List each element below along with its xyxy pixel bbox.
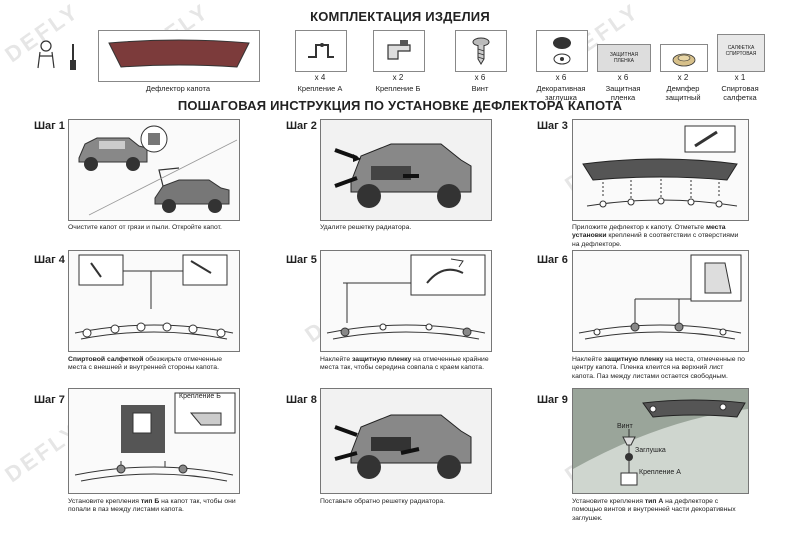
mount-a-install-diagram	[573, 389, 748, 486]
kit-qty-film: x 6	[617, 73, 629, 82]
step-5-image	[320, 250, 492, 352]
kit-label-damper: Демпфер защитный	[665, 84, 701, 102]
kit-qty-plug: x 6	[555, 73, 567, 82]
mount-b-icon	[387, 40, 411, 60]
divider-line	[88, 139, 238, 216]
instructions-heading: ПОШАГОВАЯ ИНСТРУКЦИЯ ПО УСТАНОВКЕ ДЕФЛЕК…	[177, 98, 623, 113]
car-icon	[78, 137, 148, 171]
kit-qty-mount-b: x 2	[392, 73, 404, 82]
step-8-image	[320, 388, 492, 494]
kit-item-deflector	[98, 30, 260, 82]
step-4-image	[68, 250, 240, 352]
kit-label-screw: Винт	[471, 84, 489, 93]
damper-icon	[672, 53, 696, 67]
step-2-image	[320, 119, 492, 221]
kit-label-mount-b: Крепление Б	[375, 84, 421, 93]
film-center-diagram	[578, 254, 742, 340]
step-6-title: Шаг 6	[537, 254, 568, 266]
plug-icon	[553, 37, 571, 65]
kit-item-screw	[455, 30, 507, 72]
step-1-image	[68, 119, 240, 221]
mount-a-icon	[308, 43, 334, 58]
step-1-title: Шаг 1	[34, 120, 65, 132]
film-application-diagram	[326, 254, 486, 340]
mount-b-install-diagram	[74, 392, 236, 482]
step-5-description: Наклейте защитную пленку на отмеченные к…	[320, 356, 489, 372]
kit-item-mount-b	[373, 30, 425, 72]
step-9-title: Шаг 9	[537, 394, 568, 406]
person-with-tool-icon	[37, 40, 76, 70]
kit-item-plug	[536, 30, 588, 72]
kit-label-deflector: Дефлектор капота	[145, 84, 211, 93]
step-8-description: Поставьте обратно решетку радиатора.	[320, 498, 446, 505]
step-2-description: Удалите решетку радиатора.	[320, 224, 412, 231]
open-hood-car-icon	[154, 167, 230, 213]
step-2-title: Шаг 2	[286, 120, 317, 132]
step-7-title: Шаг 7	[34, 394, 65, 406]
deflector-on-hood-diagram	[582, 125, 738, 208]
kit-heading: КОМПЛЕКТАЦИЯ ИЗДЕЛИЯ	[310, 9, 490, 24]
cleaning-icon	[140, 125, 168, 153]
car-front-icon	[334, 414, 472, 479]
callout-plug: Заглушка	[635, 447, 666, 454]
wipe-label: САЛФЕТКА СПИРТОВАЯ	[725, 45, 757, 57]
kit-label-plug: Декоративная заглушка	[536, 84, 586, 102]
callout-mount-a: Крепление А	[639, 469, 681, 476]
callout-mount-b: Крепление Б	[179, 393, 221, 400]
hood-wipe-diagram	[74, 254, 234, 340]
film-label: ЗАЩИТНАЯ ПЛЕНКА	[609, 52, 639, 64]
step-3-description: Приложите дефлектор к капоту. Отметьте м…	[572, 224, 739, 248]
kit-item-damper	[660, 44, 708, 72]
step-9-description: Установите крепления тип А на дефлекторе…	[572, 498, 736, 522]
deflector-icon	[108, 39, 250, 68]
screw-icon	[472, 37, 490, 65]
step-3-title: Шаг 3	[537, 120, 568, 132]
kit-qty-screw: x 6	[474, 73, 486, 82]
kit-qty-mount-a: x 4	[314, 73, 326, 82]
kit-qty-damper: x 2	[677, 73, 689, 82]
car-front-icon	[334, 143, 472, 208]
step-6-description: Наклейте защитную пленку на места, отмеч…	[572, 356, 745, 380]
kit-item-wipe: САЛФЕТКА СПИРТОВАЯ	[717, 34, 765, 72]
step-3-image	[572, 119, 749, 221]
step-1-description: Очистите капот от грязи и пыли. Откройте…	[68, 224, 222, 231]
step-7-description: Установите крепления тип Б на капот так,…	[68, 498, 236, 514]
step-4-title: Шаг 4	[34, 254, 65, 266]
step-5-title: Шаг 5	[286, 254, 317, 266]
step-7-image: Крепление Б	[68, 388, 240, 494]
kit-label-wipe: Спиртовая салфетка	[721, 84, 759, 102]
step-9-image: Винт Заглушка Крепление А	[572, 388, 749, 494]
step-8-title: Шаг 8	[286, 394, 317, 406]
step-6-image	[572, 250, 749, 352]
step-4-description: Спиртовой салфеткой обезжирьте отмеченны…	[68, 356, 222, 372]
kit-qty-wipe: x 1	[734, 73, 746, 82]
kit-label-mount-a: Крепление А	[297, 84, 343, 93]
kit-item-film: ЗАЩИТНАЯ ПЛЕНКА	[597, 44, 651, 72]
kit-item-mount-a	[295, 30, 347, 72]
kit-label-film: Защитная пленка	[605, 84, 641, 102]
callout-screw: Винт	[617, 423, 633, 430]
